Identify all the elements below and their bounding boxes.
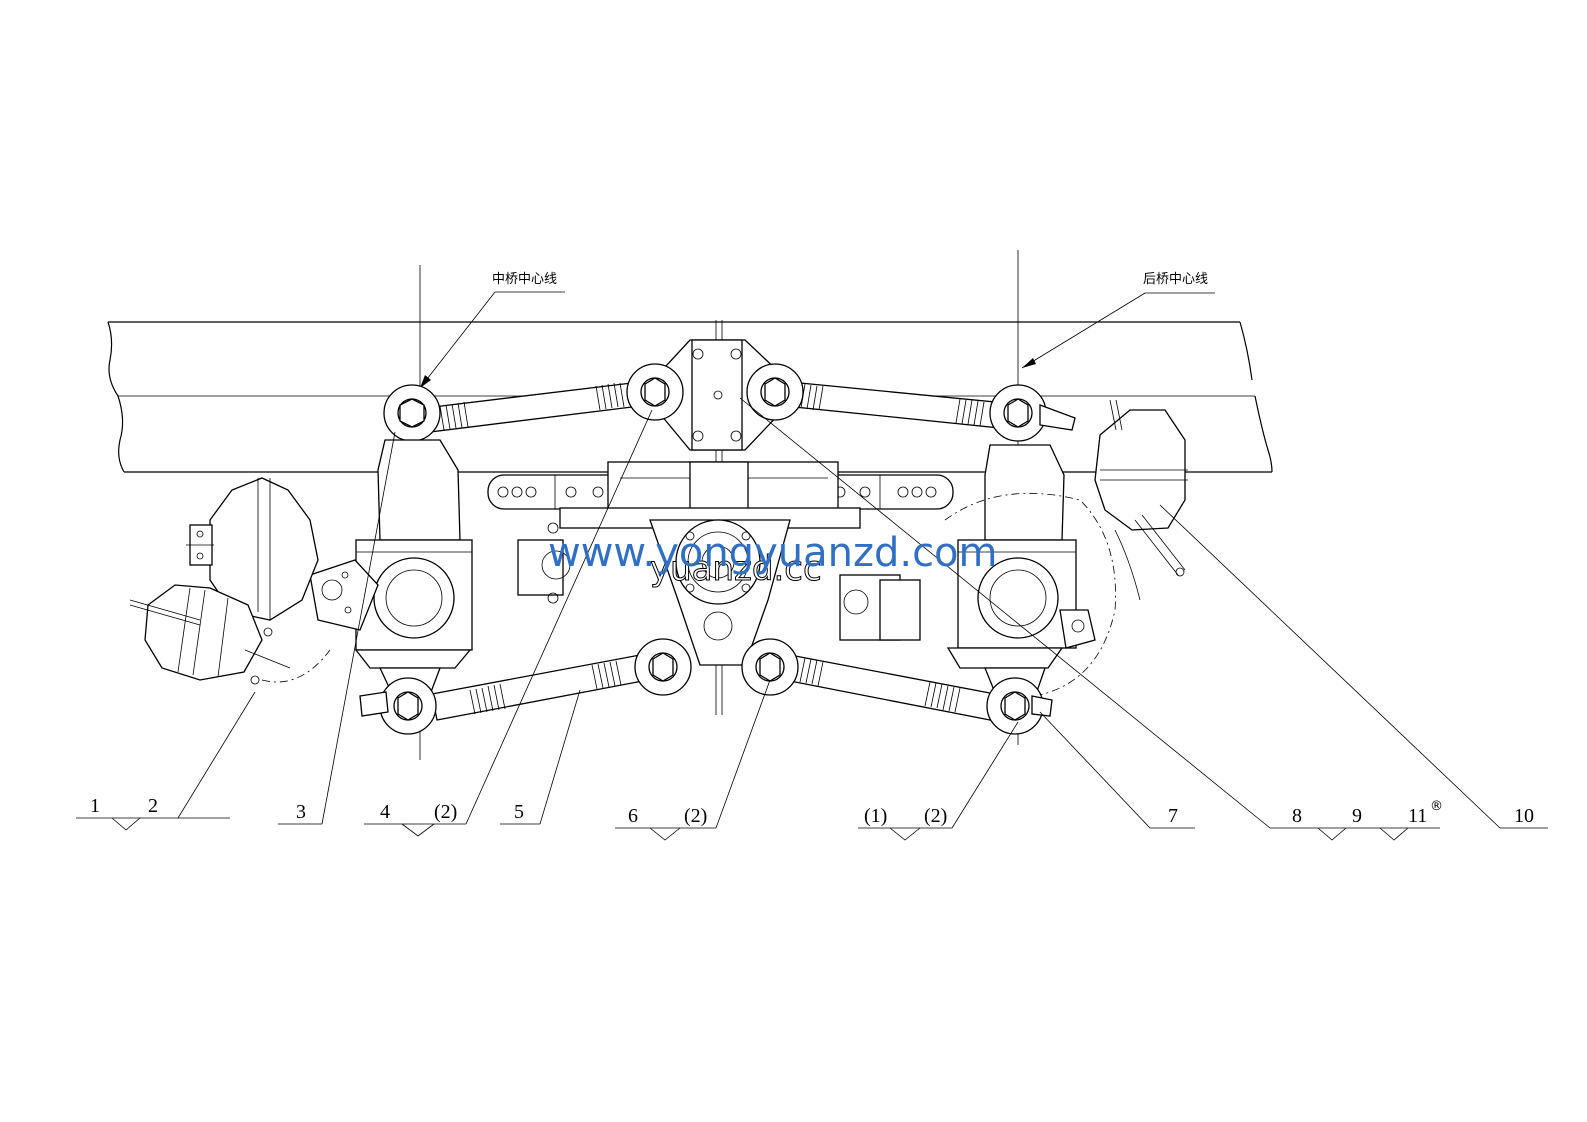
lower-torque-rod-left [359,638,692,735]
middle-axle-centerline-label: 中桥中心线 [492,272,557,287]
center-right-hub [839,574,921,641]
center-bracket [559,339,861,666]
callout-9: 9 [1352,805,1362,827]
callout-4: 4 [380,801,390,823]
callout-10: 10 [1514,805,1534,827]
callout-2: 2 [148,795,158,817]
rear-axle-centerline-label: 后桥中心线 [1143,272,1208,287]
callout-8: 8 [1292,805,1302,827]
callout-7: 7 [1168,805,1178,827]
callout-6-qty: (2) [684,805,707,827]
callout-second-qty: (2) [924,805,947,827]
upper-torque-rod-right [746,363,1076,442]
callout-5: 5 [514,801,524,823]
callout-11: 11 [1408,805,1427,827]
upper-torque-rod-left [383,363,684,442]
callout-3: 3 [296,801,306,823]
center-left-hub [517,522,571,604]
right-brake-chamber [1094,399,1188,601]
watermark-primary: www.yongyuanzd.com [548,530,998,576]
watermark-secondary: yuanzd.cc [650,549,822,589]
callout-labels: 1 2 3 4 (2) 5 6 (2) (1) (2) 7 8 9 11 ® 1… [90,795,1534,827]
callout-1: 1 [90,795,100,817]
leader-lines [76,397,1548,841]
left-brake-chamber-upper [186,477,319,621]
callout-6: 6 [628,805,638,827]
callout-first-qty: (1) [864,805,887,827]
left-brake-chamber-lower [129,584,331,685]
callout-11-mark: ® [1430,799,1443,814]
lower-torque-rod-right [741,638,1053,735]
middle-axle-housing [309,439,473,701]
callout-4-qty: (2) [434,801,457,823]
